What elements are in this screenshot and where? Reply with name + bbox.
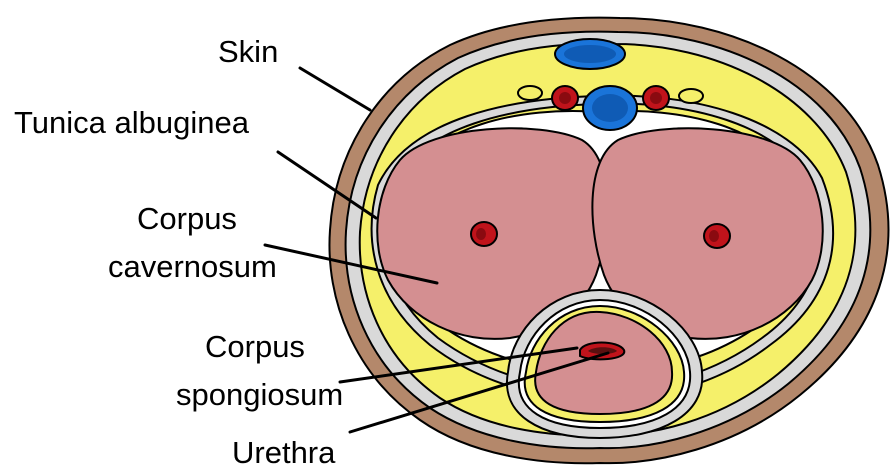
dorsal-nerve-left — [518, 86, 542, 100]
label-urethra: Urethra — [232, 435, 336, 470]
deep-dorsal-vein-inner — [592, 94, 628, 122]
leader-skin — [300, 68, 370, 110]
dorsal-artery-right-lumen — [650, 92, 662, 104]
dorsal-nerve-right — [679, 89, 703, 103]
label-corpus-spongiosum-line1: Corpus — [205, 329, 305, 364]
superficial-dorsal-vein-inner — [564, 45, 616, 63]
deep-artery-right-lumen — [709, 230, 719, 242]
label-corpus-cavernosum-line2: cavernosum — [108, 249, 277, 284]
dorsal-artery-left-lumen — [559, 92, 571, 104]
label-corpus-cavernosum-line1: Corpus — [137, 201, 237, 236]
deep-artery-left-lumen — [476, 228, 486, 240]
label-tunica-albuginea: Tunica albuginea — [14, 105, 250, 140]
label-corpus-spongiosum-line2: spongiosum — [176, 377, 343, 412]
label-skin: Skin — [218, 34, 278, 69]
